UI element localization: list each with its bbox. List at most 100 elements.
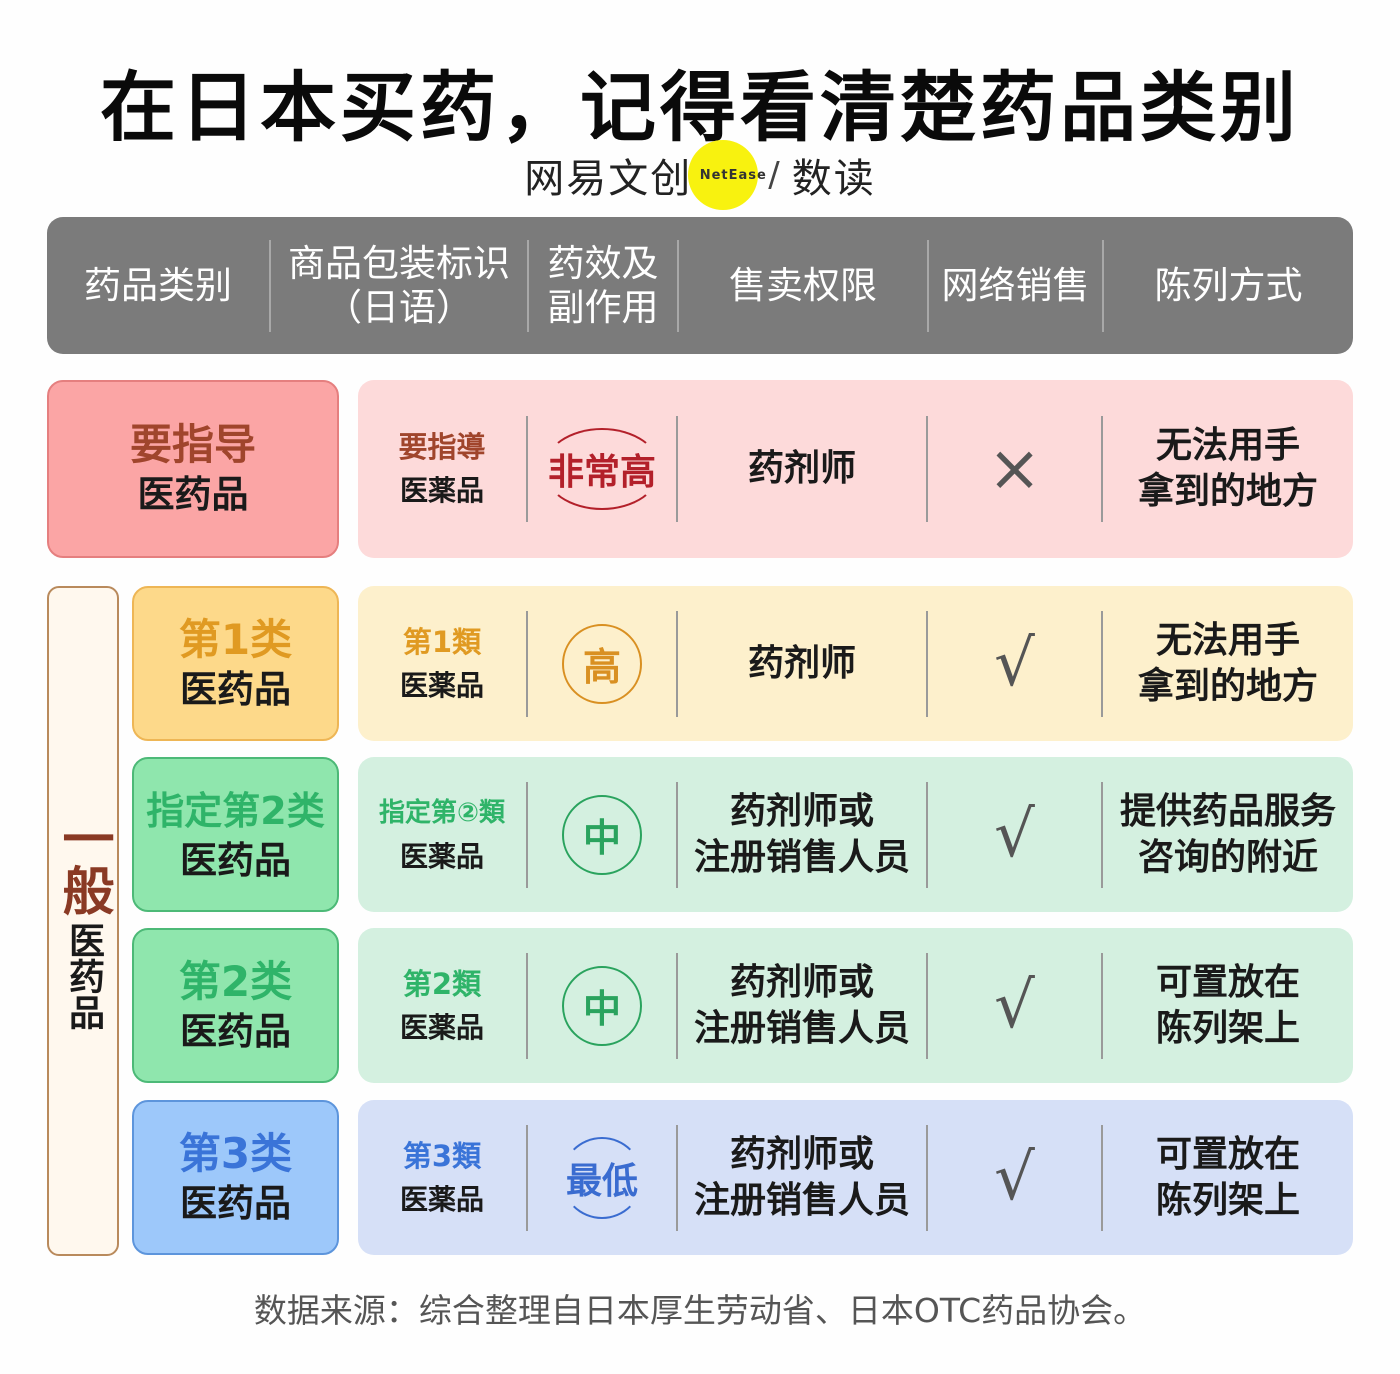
netease-logo-icon: NetEase (688, 140, 766, 210)
category-suffix: 医药品 (137, 473, 249, 516)
header-online: 网络销售 (929, 239, 1104, 332)
table-row: 要指導 医薬品 非常高 药剂师 × 无法用手 拿到的地方 (358, 380, 1353, 558)
category-box-designated-class2: 指定第2类 医药品 (132, 757, 339, 912)
jp-label-line2: 医薬品 (399, 1182, 484, 1216)
header-category: 药品类别 (47, 239, 271, 332)
seller: 药剂师或 注册销售人员 (678, 781, 928, 888)
check-icon: √ (994, 797, 1035, 872)
check-icon: √ (994, 626, 1035, 701)
table-row: 第2類 医薬品 中 药剂师或 注册销售人员 √ 可置放在 陈列架上 (358, 928, 1353, 1083)
check-icon: √ (994, 968, 1035, 1043)
potency-cell: 最低 (528, 1124, 678, 1231)
logo-text: NetEase (699, 167, 767, 183)
category-suffix: 医药品 (180, 1009, 291, 1053)
online-cell: √ (928, 1124, 1103, 1231)
display-line1: 提供药品服务 (1119, 790, 1336, 832)
jp-label-line1: 要指導 (398, 430, 486, 464)
potency-badge: 最低 (561, 1136, 643, 1219)
display-line2: 陈列架上 (1155, 1007, 1300, 1049)
jp-label: 要指導 医薬品 (358, 416, 528, 522)
jp-label: 第3類 医薬品 (358, 1124, 528, 1231)
category-suffix: 医药品 (180, 838, 291, 882)
jp-label-line1: 第2類 (402, 966, 482, 1001)
check-icon: √ (994, 1140, 1035, 1215)
jp-label: 第1類 医薬品 (358, 610, 528, 717)
category-suffix: 医药品 (180, 667, 291, 711)
jp-label: 指定第②類 医薬品 (358, 781, 528, 888)
jp-label-line2: 医薬品 (399, 668, 484, 702)
cross-icon: × (987, 432, 1042, 506)
display-cell: 可置放在 陈列架上 (1103, 953, 1353, 1059)
category-box-guidance: 要指导 医药品 (47, 380, 339, 558)
header-package-label-line2: （日语） (325, 285, 473, 329)
online-cell: √ (928, 952, 1103, 1059)
brand-name: 网易文创 (524, 156, 693, 202)
header-potency: 药效及 副作用 (529, 239, 679, 332)
potency-badge: 中 (562, 794, 642, 875)
category-name: 第2类 (178, 956, 293, 1006)
online-cell: × (928, 416, 1103, 522)
display-line1: 无法用手 (1155, 619, 1300, 661)
seller: 药剂师或 注册销售人员 (678, 1124, 928, 1231)
header-display: 陈列方式 (1154, 263, 1303, 307)
potency-cell: 中 (528, 952, 678, 1059)
seller-line2: 注册销售人员 (693, 1007, 910, 1049)
seller: 药剂师 (678, 416, 928, 522)
seller-line1: 药剂师或 (729, 790, 874, 832)
display-line1: 可置放在 (1155, 961, 1300, 1003)
display-line2: 咨询的附近 (1137, 836, 1318, 878)
jp-label-line2: 医薬品 (399, 474, 484, 507)
table-row: 指定第②類 医薬品 中 药剂师或 注册销售人员 √ 提供药品服务 咨询的附近 (358, 757, 1353, 912)
category-box-class2: 第2类 医药品 (132, 928, 339, 1083)
category-name: 第3类 (178, 1128, 293, 1178)
display-cell: 无法用手 拿到的地方 (1103, 611, 1353, 717)
general-drugs-group-label: 一般 医药品 (47, 586, 119, 1256)
category-name: 指定第2类 (146, 788, 325, 833)
jp-label-line1: 第1類 (402, 624, 482, 659)
display-cell: 无法用手 拿到的地方 (1103, 416, 1353, 522)
jp-label-line1: 第3類 (402, 1138, 482, 1173)
jp-label-line2: 医薬品 (399, 839, 484, 873)
category-suffix: 医药品 (180, 1181, 291, 1225)
display-line1: 无法用手 (1155, 425, 1300, 466)
header-package-label-line1: 商品包装标识 (288, 241, 510, 285)
header-seller: 售卖权限 (679, 239, 929, 332)
table-row: 第1類 医薬品 高 药剂师 √ 无法用手 拿到的地方 (358, 586, 1353, 741)
online-cell: √ (928, 610, 1103, 717)
display-line1: 可置放在 (1155, 1133, 1300, 1175)
group-label-sub: 医药品 (63, 922, 104, 1030)
potency-cell: 中 (528, 781, 678, 888)
seller: 药剂师或 注册销售人员 (678, 952, 928, 1059)
header-potency-line1: 药效及 (547, 241, 659, 285)
display-line2: 拿到的地方 (1137, 665, 1318, 707)
display-line2: 陈列架上 (1155, 1179, 1300, 1221)
potency-badge: 中 (562, 965, 642, 1046)
display-cell: 可置放在 陈列架上 (1103, 1125, 1353, 1231)
source-note: 数据来源：综合整理自日本厚生劳动省、日本OTC药品协会。 (253, 1291, 1147, 1330)
display-cell: 提供药品服务 咨询的附近 (1103, 782, 1353, 888)
display-line2: 拿到的地方 (1137, 471, 1318, 512)
brand-separator: / (768, 155, 780, 195)
category-name: 第1类 (178, 614, 293, 664)
category-box-class3: 第3类 医药品 (132, 1100, 339, 1255)
category-name: 要指导 (129, 420, 256, 469)
potency-badge: 高 (562, 623, 642, 704)
potency-badge: 非常高 (543, 428, 661, 510)
group-label-main: 一般 (53, 812, 113, 916)
brand-section: 数读 (791, 156, 876, 202)
seller: 药剂师 (678, 610, 928, 717)
seller-line1: 药剂师或 (729, 961, 874, 1003)
header-package-label: 商品包装标识 （日语） (271, 239, 529, 332)
potency-cell: 非常高 (528, 416, 678, 522)
category-box-class1: 第1类 医药品 (132, 586, 339, 741)
seller-line2: 注册销售人员 (693, 836, 910, 878)
jp-label-line1: 指定第②類 (378, 797, 505, 828)
brand-logo: 网易文创 NetEase / 数读 (0, 140, 1400, 210)
online-cell: √ (928, 781, 1103, 888)
potency-cell: 高 (528, 610, 678, 717)
seller-line2: 注册销售人员 (693, 1179, 910, 1221)
jp-label: 第2類 医薬品 (358, 952, 528, 1059)
jp-label-line2: 医薬品 (399, 1010, 484, 1044)
page-title: 在日本买药，记得看清楚药品类别 (100, 63, 1300, 152)
seller-line1: 药剂师或 (729, 1133, 874, 1175)
